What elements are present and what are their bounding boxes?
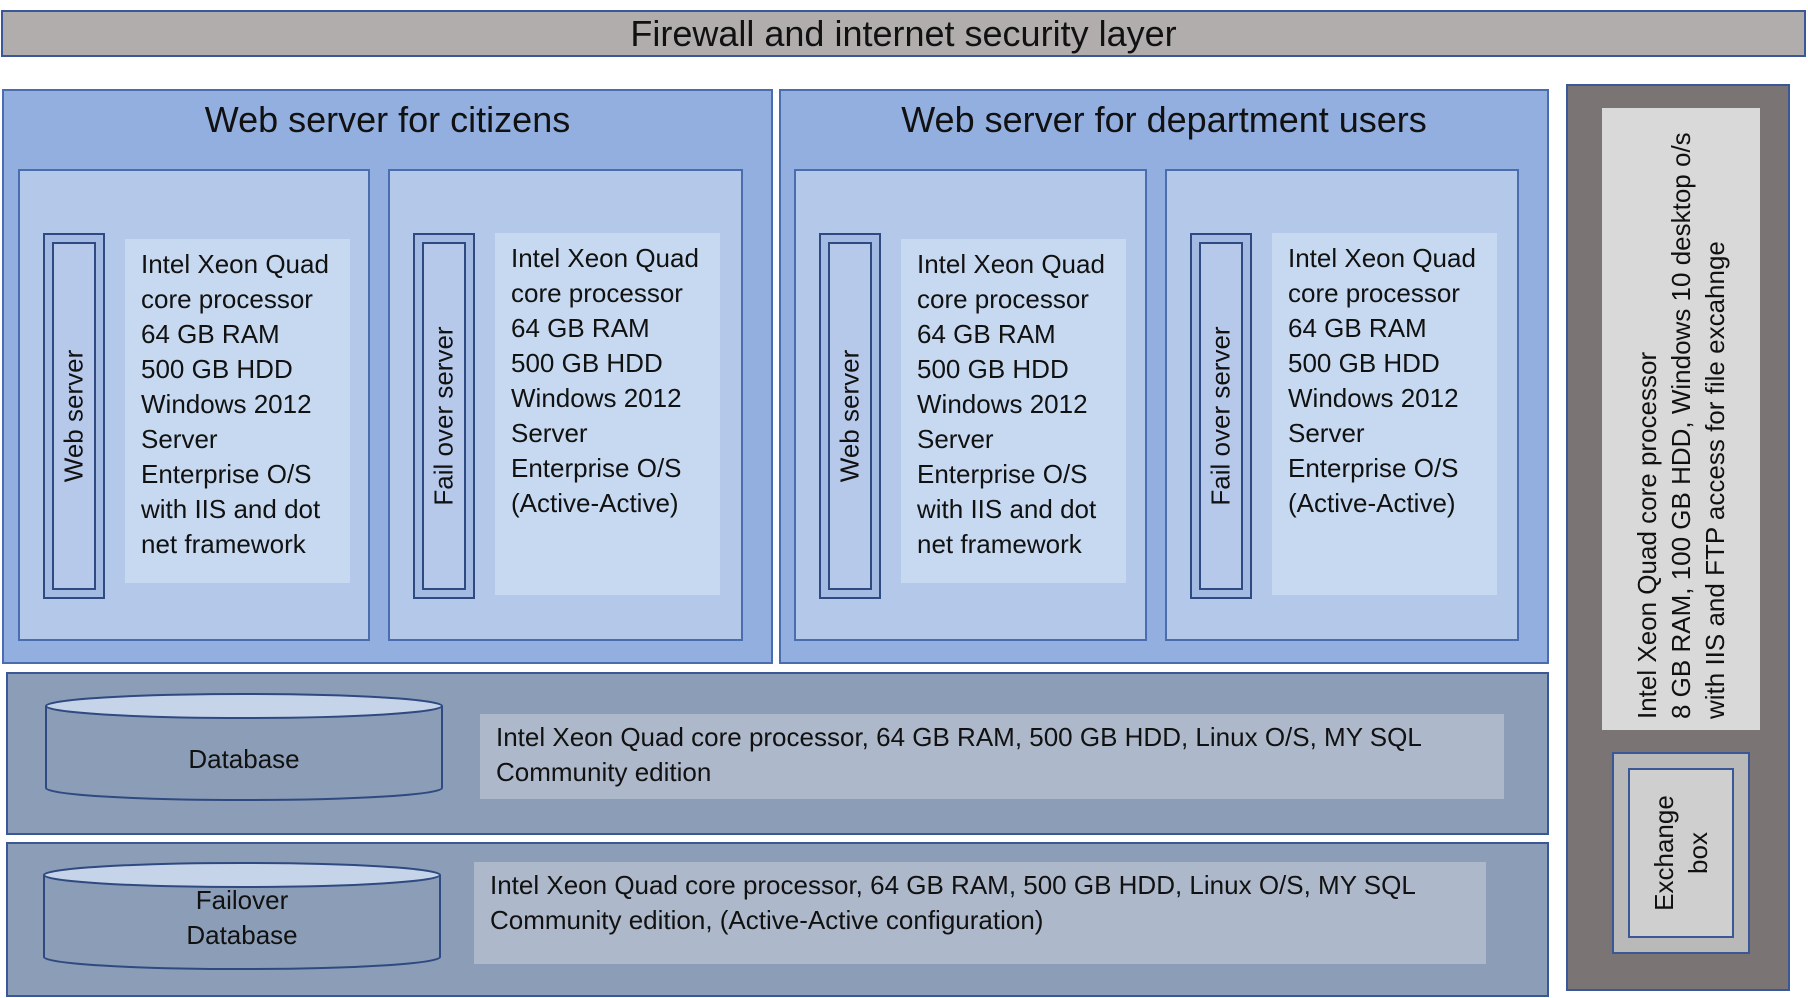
department-failover-server-box: Fail over server Intel Xeon Quad core pr… — [1165, 169, 1519, 641]
department-failover-server-label: Fail over server — [1205, 326, 1236, 506]
citizens-web-server-bar: Web server — [43, 233, 105, 599]
citizens-web-server-box: Web server Intel Xeon Quad core processo… — [18, 169, 370, 641]
citizens-failover-server-bar: Fail over server — [413, 233, 475, 599]
failover-database-section: Failover Database Intel Xeon Quad core p… — [6, 842, 1549, 997]
exchange-box-inner — [1628, 768, 1734, 938]
department-web-section: Web server for department users Web serv… — [779, 89, 1549, 664]
database-specs: Intel Xeon Quad core processor, 64 GB RA… — [480, 714, 1504, 799]
database-section: Database Intel Xeon Quad core processor,… — [6, 672, 1549, 835]
failover-database-specs: Intel Xeon Quad core processor, 64 GB RA… — [474, 862, 1486, 964]
database-label: Database — [188, 744, 300, 774]
exchange-specs-box: Intel Xeon Quad core processor 8 GB RAM,… — [1602, 108, 1760, 730]
department-web-server-label: Web server — [834, 349, 865, 483]
failover-database-label-line1: Failover — [195, 885, 289, 915]
exchange-box: Exchange box — [1612, 752, 1750, 954]
citizens-section-title: Web server for citizens — [204, 99, 571, 140]
citizens-web-server-label: Web server — [58, 349, 89, 483]
exchange-section: Intel Xeon Quad core processor 8 GB RAM,… — [1566, 84, 1790, 991]
department-web-server-bar: Web server — [819, 233, 881, 599]
department-failover-server-specs: Intel Xeon Quad core processor 64 GB RAM… — [1272, 233, 1497, 595]
database-cylinder-icon — [45, 693, 443, 802]
citizens-failover-server-box: Fail over server Intel Xeon Quad core pr… — [388, 169, 743, 641]
exchange-specs: Intel Xeon Quad core processor 8 GB RAM,… — [1632, 132, 1730, 719]
failover-database-cylinder-icon — [43, 862, 441, 971]
bar-inner — [422, 242, 466, 590]
department-web-server-box: Web server Intel Xeon Quad core processo… — [794, 169, 1147, 641]
citizens-failover-server-label: Fail over server — [428, 326, 459, 506]
exchange-box-label: Exchange box — [1649, 795, 1713, 911]
firewall-layer: Firewall and internet security layer — [1, 10, 1806, 57]
failover-database-label-line2: Database — [186, 920, 298, 950]
firewall-label: Firewall and internet security layer — [630, 12, 1177, 54]
bar-inner — [1199, 242, 1243, 590]
bar-inner — [828, 242, 872, 590]
citizens-failover-server-specs: Intel Xeon Quad core processor 64 GB RAM… — [495, 233, 720, 595]
citizens-web-section: Web server for citizens Web server Intel… — [2, 89, 773, 664]
failover-database-cylinder: Failover Database — [42, 861, 442, 973]
database-cylinder: Database — [44, 692, 444, 804]
citizens-web-server-specs: Intel Xeon Quad core processor 64 GB RAM… — [125, 239, 350, 583]
department-section-title: Web server for department users — [901, 99, 1427, 140]
department-web-server-specs: Intel Xeon Quad core processor 64 GB RAM… — [901, 239, 1126, 583]
bar-inner — [52, 242, 96, 590]
department-failover-server-bar: Fail over server — [1190, 233, 1252, 599]
